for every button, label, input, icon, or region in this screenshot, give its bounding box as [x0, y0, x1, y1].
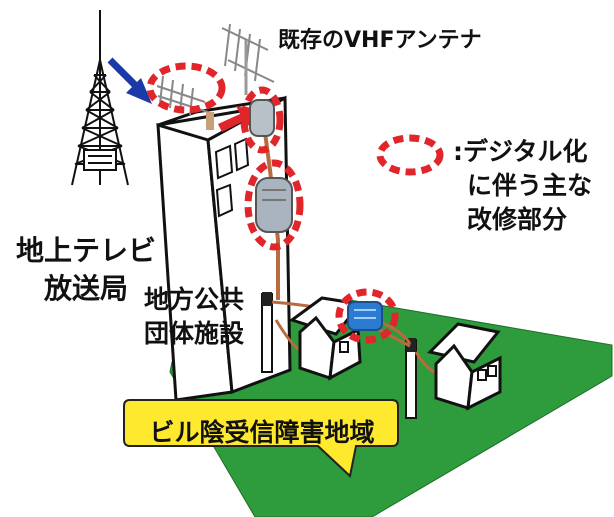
tv-tower-icon [71, 10, 129, 186]
utility-pole-right [405, 338, 417, 419]
interference-area-label: ビル陰受信障害地域 [149, 418, 375, 447]
modification-highlights [146, 62, 444, 344]
vhf-antenna-icon [156, 23, 275, 116]
amplifier-top-icon [249, 99, 275, 137]
signal-arrow-icon [107, 57, 152, 104]
legend-sample-oval [376, 134, 444, 176]
existing-antenna-label: 既存のVHFアンテナ [278, 28, 482, 53]
house-icon-2 [427, 322, 502, 411]
highlight-amplifier-top [240, 86, 284, 154]
station-line-2: 放送局 [44, 272, 129, 305]
legend-label: :デジタル化 に伴う主な 改修部分 [453, 135, 592, 237]
public-facility-label: 地方公共 団体施設 [144, 283, 244, 351]
legend-line-1: :デジタル化 [453, 137, 588, 166]
highlight-cable-amplifier [335, 288, 399, 344]
converter-icon [255, 177, 293, 233]
highlight-antenna [146, 62, 226, 114]
utility-pole-left [261, 292, 273, 373]
facility-line-2: 団体施設 [144, 319, 245, 348]
callout-bubble [123, 399, 399, 478]
legend-line-2: に伴う主な [467, 171, 593, 200]
highlight-converter [244, 159, 304, 251]
facility-line-1: 地方公共 [144, 285, 245, 314]
tv-station-label: 地上テレビ 放送局 [16, 232, 156, 308]
cable-amplifier-icon [347, 301, 383, 331]
legend-line-3: 改修部分 [467, 205, 568, 234]
station-line-1: 地上テレビ [16, 234, 157, 267]
